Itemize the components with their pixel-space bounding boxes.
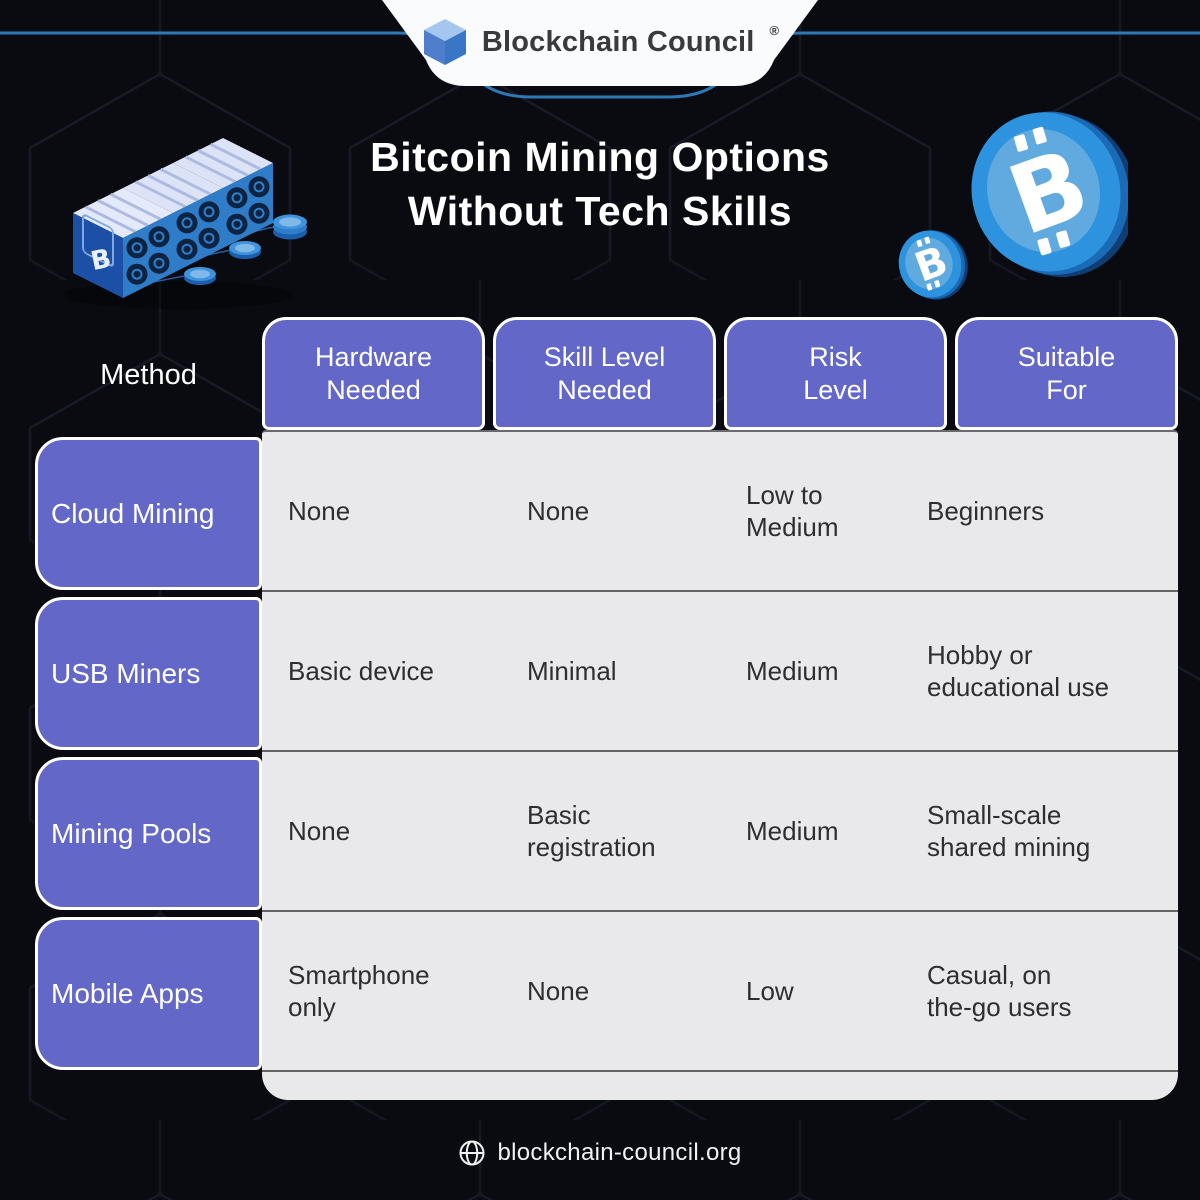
cell-skill: None <box>527 496 590 526</box>
column-header-hardware: Hardware Needed <box>262 317 485 430</box>
footer: blockchain-council.org <box>0 1128 1200 1178</box>
column-header-skill: Skill Level Needed <box>493 317 716 430</box>
column-header-risk: Risk Level <box>724 317 947 430</box>
cell-skill: Basic registration <box>527 800 656 862</box>
table-row: Basic device Minimal Medium Hobby or edu… <box>262 592 1178 752</box>
cell-risk: Medium <box>746 656 839 686</box>
cell-hardware: None <box>288 816 351 846</box>
table-row-labels: Cloud Mining USB Miners Mining Pools Mob… <box>35 437 262 1070</box>
row-label-cloud-mining: Cloud Mining <box>35 437 262 590</box>
table-column-headers: Hardware Needed Skill Level Needed Risk … <box>262 317 1178 430</box>
cell-hardware: Basic device <box>288 656 434 686</box>
cell-risk: Low <box>746 976 794 1006</box>
table-body-panel: None None Low to Medium Beginners Basic … <box>262 430 1178 1100</box>
cell-hardware: None <box>288 496 351 526</box>
small-coin-icon <box>229 241 261 259</box>
brand-lockup: Blockchain Council ® <box>382 0 818 84</box>
small-coin-icon <box>184 267 216 285</box>
cell-suitable: Beginners <box>927 496 1045 526</box>
cell-skill: None <box>527 976 590 1006</box>
page-title-line2: Without Tech Skills <box>407 188 793 234</box>
cell-suitable: Small-scale shared mining <box>927 800 1091 862</box>
footer-website: blockchain-council.org <box>497 1139 742 1166</box>
mining-rig-illustration: B <box>63 138 307 309</box>
blockchain-cube-icon <box>423 19 466 65</box>
bitcoin-coins-illustration: B B <box>898 111 1128 300</box>
cell-risk: Low to Medium <box>746 480 839 542</box>
method-column-label: Method <box>100 358 197 391</box>
page-title-line1: Bitcoin Mining Options <box>370 134 830 180</box>
row-label-usb-miners: USB Miners <box>35 597 262 750</box>
bitcoin-coin-large-icon: B <box>971 111 1128 277</box>
globe-icon <box>459 1140 485 1166</box>
cell-suitable: Hobby or educational use <box>927 640 1110 702</box>
column-header-suitable: Suitable For <box>955 317 1178 430</box>
cell-hardware: Smartphone only <box>288 960 430 1022</box>
brand-name: Blockchain Council <box>481 25 755 58</box>
registered-mark: ® <box>769 22 780 38</box>
page-title: Bitcoin Mining Options Without Tech Skil… <box>0 130 1200 238</box>
bitcoin-coin-small-icon: B <box>898 230 968 300</box>
row-label-mining-pools: Mining Pools <box>35 757 262 910</box>
table-row: Smartphone only None Low Casual, on the-… <box>262 912 1178 1072</box>
row-label-mobile-apps: Mobile Apps <box>35 917 262 1070</box>
cell-risk: Medium <box>746 816 839 846</box>
table-row: None None Low to Medium Beginners <box>262 432 1178 592</box>
table-row: None Basic registration Medium Small-sca… <box>262 752 1178 912</box>
coin-stack-icon <box>273 214 307 240</box>
cell-suitable: Casual, on the-go users <box>927 960 1072 1022</box>
cell-skill: Minimal <box>527 656 617 686</box>
